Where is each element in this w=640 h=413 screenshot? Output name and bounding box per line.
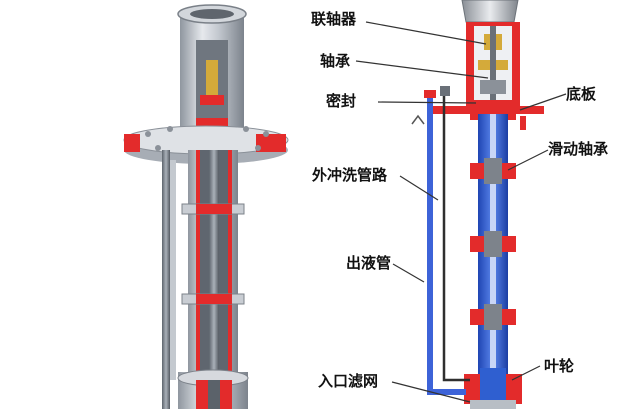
base-plate-cut-right (256, 134, 286, 152)
label-external-flush-line: 外冲洗管路 (312, 166, 388, 184)
leader-sliding-bearing (507, 149, 549, 171)
leader-external-flush (399, 175, 439, 201)
base-plate-cut-left (124, 134, 140, 152)
schematic-pump-section (411, 0, 544, 409)
label-inlet-strainer: 入口滤网 (318, 372, 379, 390)
coupling-detail (206, 60, 218, 100)
motor-shaft (490, 26, 496, 108)
leader-seal (377, 101, 477, 104)
side-discharge-pipe (162, 150, 170, 409)
label-sliding-bearing: 滑动轴承 (548, 140, 609, 158)
lifting-hook (411, 114, 425, 125)
column-flanges (181, 203, 245, 305)
leader-coupling (365, 21, 487, 45)
housing-top-opening (190, 9, 234, 19)
leader-impeller (511, 365, 541, 381)
bearing-block (480, 80, 506, 94)
motor-body (461, 0, 519, 23)
bearing-detail (196, 118, 228, 126)
flush-valve (440, 86, 450, 96)
discharge-flange (424, 90, 436, 98)
discharge-pipe-line (427, 96, 466, 395)
label-impeller: 叶轮 (544, 357, 575, 375)
label-seal: 密封 (326, 92, 357, 110)
side-flush-line (170, 160, 176, 380)
column-wall-right (228, 150, 232, 375)
impeller-hub (208, 380, 220, 409)
cutaway-pump-illustration (123, 4, 289, 409)
column-wall-left (196, 150, 200, 375)
sliding-bearing-flanges (470, 158, 516, 330)
flange-bolt-holes (145, 126, 269, 151)
label-base-plate: 底板 (566, 85, 597, 103)
label-coupling: 联轴器 (311, 10, 357, 28)
label-discharge-pipe: 出液管 (346, 254, 392, 272)
base-plate-stud (520, 116, 526, 130)
leader-bearing (355, 60, 489, 79)
pump-shaft (209, 150, 219, 390)
leader-inlet-strainer (391, 381, 471, 403)
seal-detail (200, 95, 224, 105)
inlet-strainer-mesh (470, 400, 516, 409)
label-bearing: 轴承 (320, 52, 351, 70)
external-flush-line (442, 96, 470, 382)
leader-discharge-pipe (392, 263, 425, 283)
leader-base-plate (519, 93, 567, 111)
leader-lines (355, 21, 567, 403)
